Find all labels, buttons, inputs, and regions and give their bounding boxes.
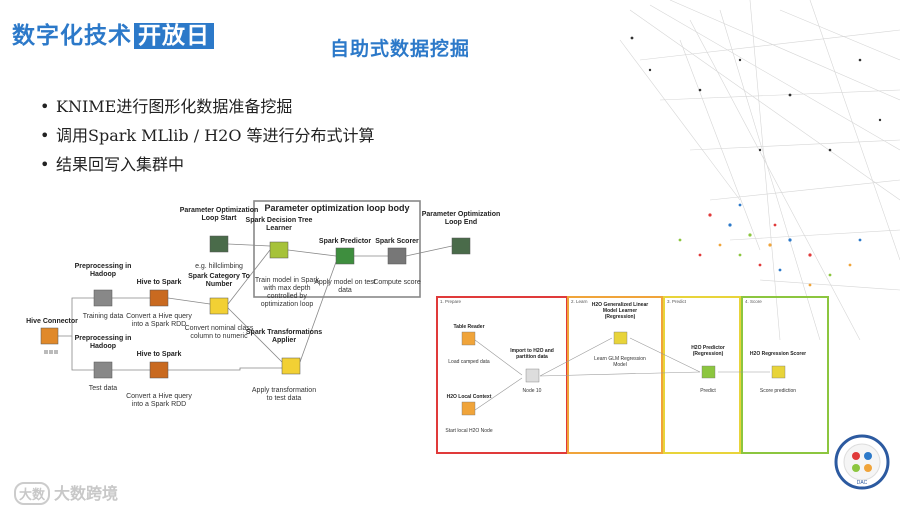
brand-main-text: 数字化技术 [12, 23, 132, 49]
dac-badge-logo: DAC [834, 434, 890, 490]
svg-text:Training data: Training data [83, 313, 124, 320]
svg-text:Start local H2O Node: Start local H2O Node [445, 428, 492, 434]
svg-text:H2O Regression Scorer: H2O Regression Scorer [750, 351, 806, 357]
svg-text:Node 10: Node 10 [523, 388, 542, 394]
bullet-item: KNIME进行图形化数据准备挖掘 [40, 92, 375, 121]
svg-text:Compute score: Compute score [373, 279, 421, 286]
svg-text:Table Reader: Table Reader [453, 324, 484, 330]
footer-logo-icon: 大数 [14, 482, 51, 505]
node-h2o-predictor: H2O Predictor(Regression) Predict [691, 345, 725, 394]
panel-prepare [436, 296, 568, 454]
slide-title: 自助式数据挖掘 [330, 38, 471, 60]
svg-text:H2O Local Context: H2O Local Context [447, 394, 492, 400]
svg-text:Spark Scorer: Spark Scorer [375, 238, 419, 245]
brand-title: 数字化技术开放日 [12, 16, 214, 50]
svg-text:1. Prepare: 1. Prepare [440, 299, 462, 304]
bullet-item: 调用Spark MLlib / H2O 等进行分布式计算 [40, 121, 375, 150]
footer-brand-text: 大数跨境 [54, 484, 119, 503]
node-table-reader: Table Reader Load camped data [448, 324, 490, 365]
svg-text:Predict: Predict [700, 388, 716, 394]
bullet-list: KNIME进行图形化数据准备挖掘 调用Spark MLlib / H2O 等进行… [40, 92, 375, 179]
svg-text:Spark Predictor: Spark Predictor [319, 238, 371, 245]
footer-watermark: 大数大数跨境 [14, 480, 118, 505]
svg-text:H2O Predictor(Regression): H2O Predictor(Regression) [691, 345, 725, 357]
svg-text:Hive Connector: Hive Connector [26, 318, 78, 325]
network-background [619, 0, 900, 340]
bullet-item: 结果回写入集群中 [40, 150, 375, 179]
brand-highlight-text: 开放日 [134, 23, 214, 49]
svg-text:DAC: DAC [857, 480, 868, 486]
loop-body-frame [253, 200, 421, 298]
svg-text:Load camped data: Load camped data [448, 359, 490, 365]
svg-text:Test data: Test data [89, 385, 118, 392]
loop-body-title: Parameter optimization loop body [264, 203, 409, 213]
svg-text:Hive to Spark: Hive to Spark [137, 279, 182, 286]
svg-text:e.g. hillclimbing: e.g. hillclimbing [195, 263, 243, 270]
node-h2o-scorer: H2O Regression Scorer Score prediction [750, 351, 806, 394]
svg-text:Hive to Spark: Hive to Spark [137, 351, 182, 358]
node-hive-connector: Hive Connector [26, 318, 78, 354]
node-spark-scorer: Spark Scorer Compute score [373, 238, 421, 286]
svg-text:Score prediction: Score prediction [760, 388, 796, 394]
node-h2o-local-context: H2O Local Context Start local H2O Node [445, 394, 492, 434]
